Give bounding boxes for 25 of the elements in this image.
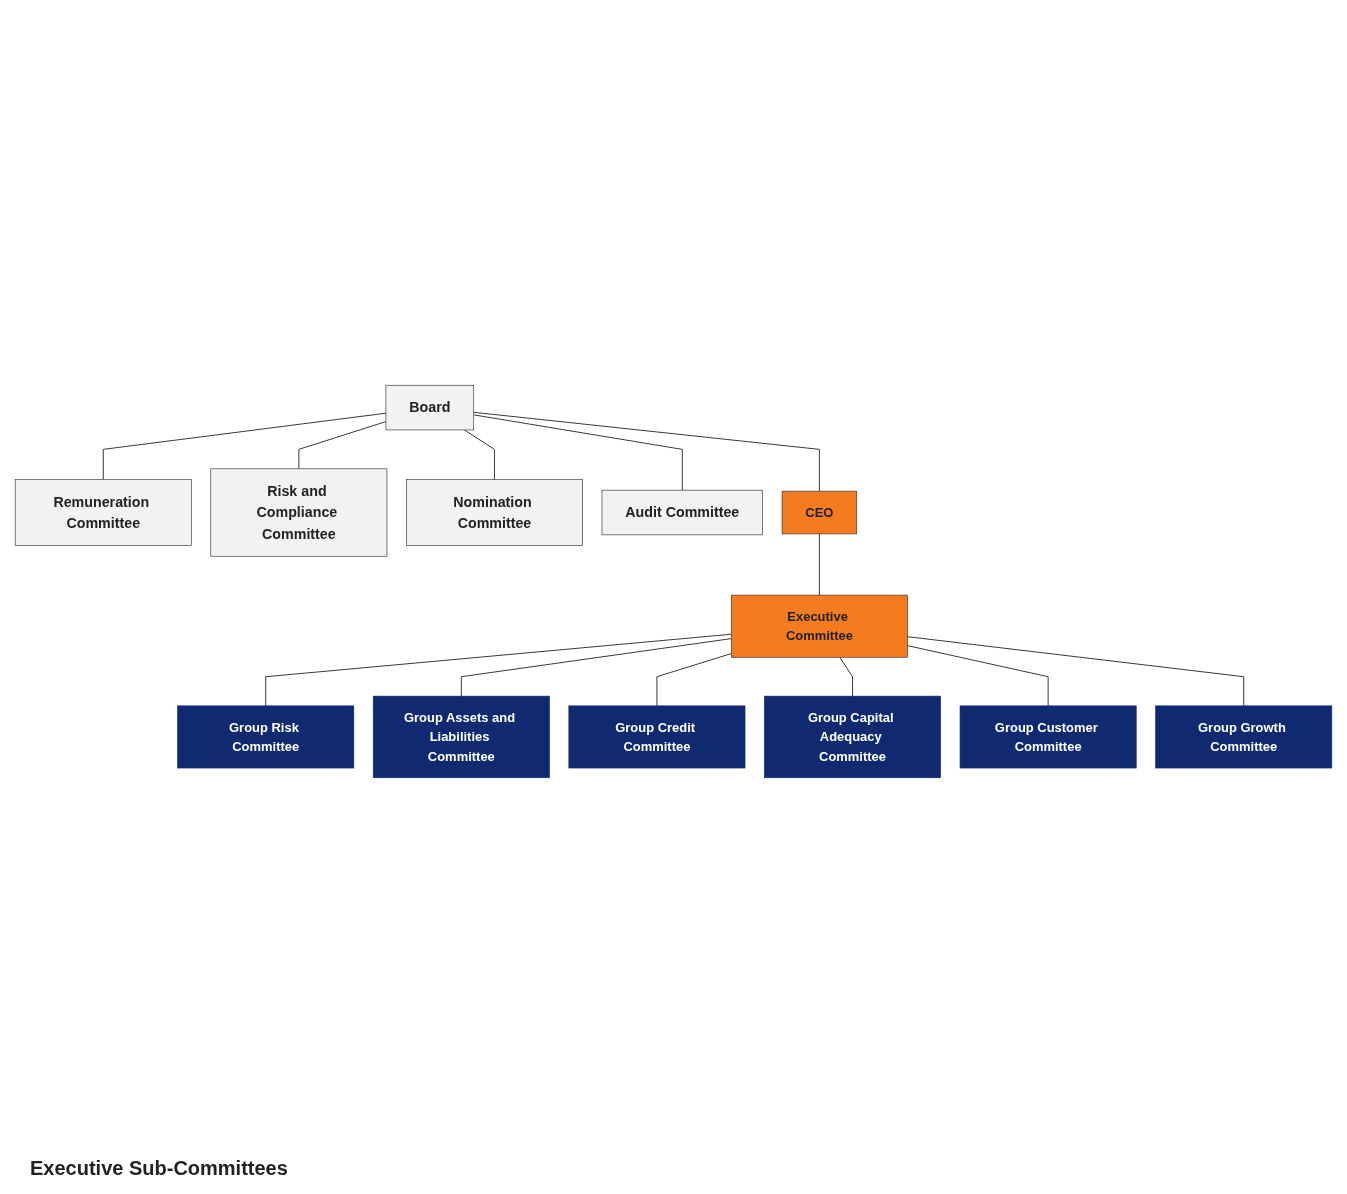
connector	[265, 633, 732, 707]
connector	[102, 412, 387, 480]
connector	[656, 653, 732, 707]
node-box: Nomination Committee	[406, 479, 583, 546]
node-box: Remuneration Committee	[14, 479, 192, 546]
connector	[818, 533, 820, 596]
node-box: Group Growth Committee	[1155, 705, 1333, 769]
node-box: Executive Committee	[731, 594, 908, 658]
node-box: CEO	[781, 490, 858, 535]
node-box: Group Assets and Liabilities Committee	[372, 695, 550, 779]
section-heading: Executive Sub-Committees	[30, 1157, 288, 1180]
node-box: Group Capital Adequacy Committee	[764, 695, 941, 779]
connector	[907, 636, 1245, 707]
connector	[473, 411, 820, 492]
node-box: Risk and Compliance Committee	[210, 468, 388, 557]
node-box: Audit Committee	[601, 489, 763, 536]
connector	[907, 645, 1049, 707]
node-box: Board	[385, 384, 475, 431]
connector	[298, 421, 387, 470]
connector	[473, 414, 683, 491]
connector	[460, 638, 732, 697]
node-box: Group Risk Committee	[177, 705, 355, 769]
node-box: Group Customer Committee	[959, 705, 1137, 769]
connector	[839, 656, 853, 697]
node-box: Group Credit Committee	[568, 705, 746, 769]
